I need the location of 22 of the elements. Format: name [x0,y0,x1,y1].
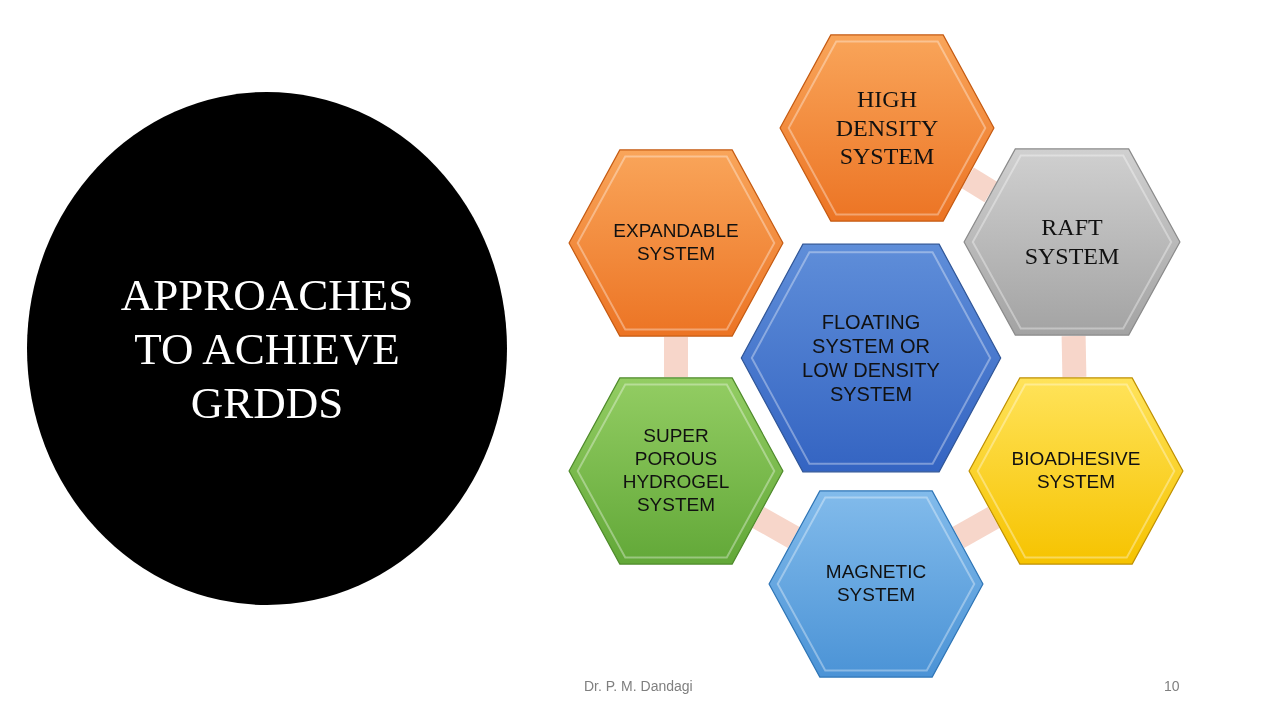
node-label: FLOATING SYSTEM OR LOW DENSITY SYSTEM [801,310,941,406]
hexagon [740,243,1002,473]
connector [961,167,998,203]
node-label: MAGNETIC SYSTEM [824,561,928,607]
connector [1061,335,1087,378]
node-label: SUPER POROUS HYDROGEL SYSTEM [621,425,731,517]
node-label: HIGH DENSITY SYSTEM [834,84,940,172]
hexagon [568,377,784,565]
author-name: Dr. P. M. Dandagi [584,678,693,694]
hexagon [768,490,984,678]
hexagon [568,149,784,337]
hexagon [779,34,995,222]
connector [752,507,800,548]
node-label: EXPANDABLE SYSTEM [612,220,740,266]
hexagon [963,148,1181,336]
node-label: BIOADHESIVE SYSTEM [1010,448,1142,494]
connector [952,507,1000,548]
page-number: 10 [1164,678,1180,694]
connector [664,337,688,377]
node-label: RAFT SYSTEM [1023,213,1121,271]
title-text: APPROACHES TO ACHIEVE GRDDS [119,268,415,430]
hexagon [968,377,1184,565]
